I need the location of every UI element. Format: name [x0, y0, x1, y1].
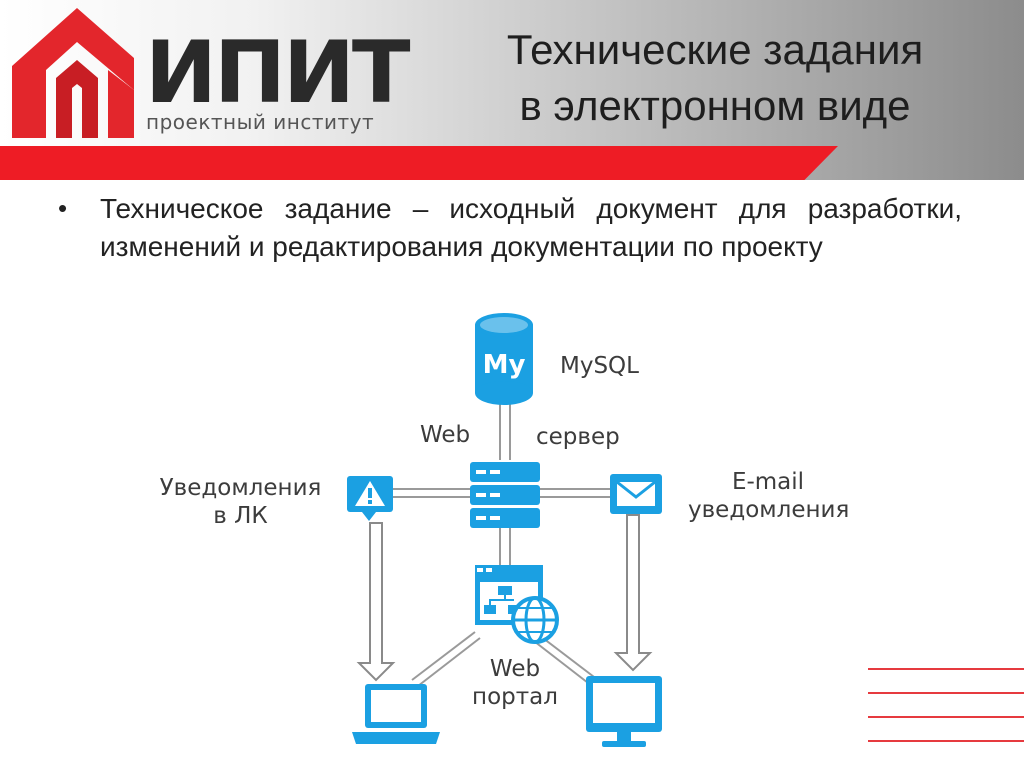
web-portal-icon	[475, 565, 559, 644]
portal-line2: портал	[472, 684, 558, 710]
email-line2: уведомления	[688, 497, 850, 523]
house-logo-icon	[12, 8, 134, 138]
connector-lines	[392, 404, 612, 687]
arrow-to-monitor	[613, 514, 653, 672]
mail-icon	[610, 474, 662, 514]
warning-icon	[347, 476, 393, 521]
bullet-marker: •	[58, 193, 68, 223]
mysql-label: MySQL	[560, 353, 639, 379]
laptop-icon	[352, 684, 440, 744]
decorative-red-lines	[868, 668, 1024, 764]
red-line	[868, 692, 1024, 694]
svg-text:My: My	[483, 350, 526, 380]
title-line-1: Технические задания	[506, 26, 924, 73]
email-line1: E-mail	[731, 469, 805, 495]
slide-header: ИПИТ проектный институт Технические зада…	[0, 0, 1024, 180]
server-icon	[470, 462, 540, 528]
page-title: Технические задания в электронном виде	[470, 22, 960, 134]
portal-line1: Web	[489, 656, 541, 682]
server-label: сервер	[536, 424, 620, 450]
web-label: Web	[420, 422, 471, 448]
red-line	[868, 740, 1024, 742]
red-line	[868, 668, 1024, 670]
red-accent-band	[0, 146, 838, 180]
lk-notifications-line2: в ЛК	[213, 503, 268, 529]
arrow-to-laptop	[356, 522, 396, 682]
red-line	[868, 716, 1024, 718]
database-icon: My	[475, 313, 533, 405]
lk-notifications-line1: Уведомления	[159, 475, 322, 501]
lk-notifications-label: Уведомления в ЛК	[158, 474, 323, 530]
web-portal-label: Web портал	[470, 655, 560, 711]
title-line-2: в электронном виде	[519, 82, 911, 129]
email-notifications-label: E-mail уведомления	[688, 468, 850, 524]
logo-subtitle: проектный институт	[146, 110, 375, 134]
logo-wordmark: ИПИТ	[145, 23, 411, 123]
bullet-text: Техническое задание – исходный документ …	[100, 193, 962, 262]
monitor-icon	[586, 676, 662, 747]
